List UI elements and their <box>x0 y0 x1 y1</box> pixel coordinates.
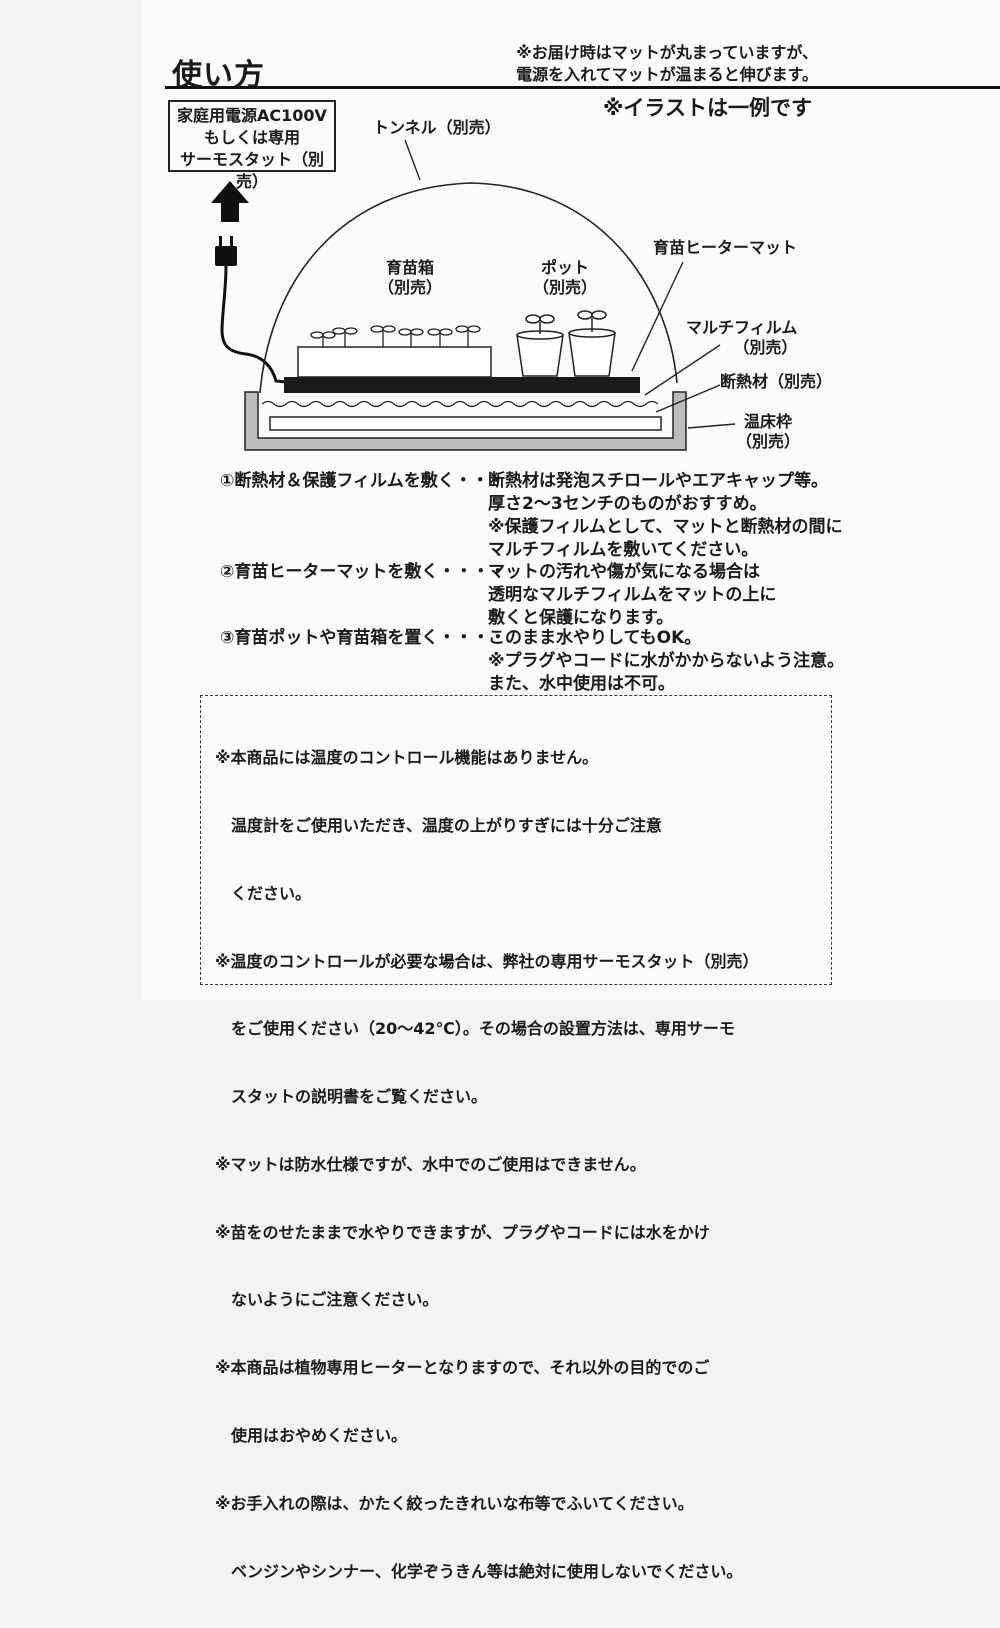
up-arrow-icon <box>211 181 249 222</box>
step-1-line-3: ※保護フィルムとして、マットと断熱材の間に <box>488 517 843 537</box>
heater-mat <box>284 377 640 393</box>
delivery-notice: ※お届け時はマットが丸まっていますが、 電源を入れてマットが温まると伸びます。 <box>516 42 818 86</box>
step-3-line-3: また、水中使用は不可。 <box>488 674 675 694</box>
seed-box <box>297 346 492 378</box>
caution-line: 使用はおやめください。 <box>215 1426 408 1445</box>
step-3-line-1: このまま水やりしてもOK。 <box>488 628 702 648</box>
caution-line: ベンジンやシンナー、化学ぞうきん等は絶対に使用しないでください。 <box>215 1561 743 1581</box>
step-2-label: ②育苗ヒーターマットを敷く・・・・ <box>220 562 507 582</box>
caution-line: スタットの説明書をご覧ください。 <box>215 1087 488 1107</box>
caution-line: ※本商品には温度のコントロール機能はありません。 <box>215 748 599 768</box>
hotbed-frame <box>244 391 687 451</box>
step-1: ①断熱材＆保護フィルムを敷く・・・ 断熱材は発泡スチロールやエアキャップ等。 厚… <box>220 470 843 560</box>
step-2-line-3: 敷くと保護になります。 <box>488 608 674 628</box>
label-tunnel: トンネル（別売） <box>373 118 501 137</box>
caution-line: ※本商品は植物専用ヒーターとなりますので、それ以外の目的でのご <box>215 1358 710 1378</box>
seedlings <box>310 325 481 347</box>
power-line-1: 家庭用電源AC100V <box>177 106 327 125</box>
plug-icon <box>215 236 237 266</box>
insulation-board <box>269 416 662 431</box>
label-hotbed-frame-line-2: （別売） <box>736 432 801 451</box>
caution-line: ※温度のコントロールが必要な場合は、弊社の専用サーモスタット（別売） <box>215 951 759 971</box>
step-1-line-1: 断熱材は発泡スチロールやエアキャップ等。 <box>488 471 828 491</box>
delivery-notice-line-1: ※お届け時はマットが丸まっていますが、 <box>516 43 818 62</box>
leader-lines <box>404 139 736 429</box>
pots <box>516 310 616 377</box>
label-hotbed-frame: 温床枠 （別売） <box>736 412 800 452</box>
caution-line: 温度計をご使用いただき、温度の上がりすぎには十分ご注意 <box>215 815 662 835</box>
step-1-desc: 断熱材は発泡スチロールやエアキャップ等。 厚さ2〜3センチのものがおすすめ。 ※… <box>488 470 843 562</box>
step-2-line-2: 透明なマルチフィルムをマットの上に <box>488 585 777 605</box>
label-hotbed-frame-line-1: 温床枠 <box>744 412 793 431</box>
step-2: ②育苗ヒーターマットを敷く・・・・ マットの汚れや傷が気になる場合は 透明なマル… <box>220 561 776 628</box>
setup-diagram <box>211 139 736 451</box>
step-1-line-2: 厚さ2〜3センチのものがおすすめ。 <box>488 494 767 514</box>
step-1-label: ①断熱材＆保護フィルムを敷く・・・ <box>220 471 506 491</box>
caution-line: ないようにご注意ください。 <box>215 1290 439 1310</box>
label-mulch-film-line-1: マルチフィルム <box>686 318 798 337</box>
power-line-3: サーモスタット（別売） <box>179 150 324 191</box>
label-seed-box-line-2: （別売） <box>378 278 443 297</box>
label-pot: ポット （別売） <box>533 258 597 298</box>
page: 使い方 ※お届け時はマットが丸まっていますが、 電源を入れてマットが温まると伸び… <box>165 42 1000 1581</box>
caution-line: ※マットは防水仕様ですが、水中でのご使用はできません。 <box>215 1154 646 1174</box>
label-pot-line-2: （別売） <box>533 278 598 297</box>
caution-text: ※本商品には温度のコントロール機能はありません。 温度計をご使用いただき、温度の… <box>215 702 759 1628</box>
label-seed-box: 育苗箱 （別売） <box>378 258 442 298</box>
step-2-desc: マットの汚れや傷が気になる場合は 透明なマルチフィルムをマットの上に 敷くと保護… <box>488 561 776 630</box>
caution-line: をご使用ください（20〜42℃）。その場合の設置方法は、専用サーモ <box>215 1019 735 1039</box>
label-pot-line-1: ポット <box>541 258 590 277</box>
delivery-notice-line-2: 電源を入れてマットが温まると伸びます。 <box>516 65 818 84</box>
power-source-box: 家庭用電源AC100V もしくは専用 サーモスタット（別売） <box>168 100 336 191</box>
step-1-line-4: マルチフィルムを敷いてください。 <box>488 540 759 560</box>
label-seed-box-line-1: 育苗箱 <box>386 258 435 277</box>
tunnel-arch <box>259 182 678 394</box>
label-mulch-film-line-2: （別売） <box>733 338 798 357</box>
power-cord <box>220 265 287 384</box>
caution-line: ※苗をのせたままで水やりできますが、プラグやコードには水をかけ <box>215 1222 710 1242</box>
illustration-note: ※イラストは一例です <box>603 96 812 120</box>
caution-box: ※本商品には温度のコントロール機能はありません。 温度計をご使用いただき、温度の… <box>200 695 832 1581</box>
caution-line: ※お手入れの際は、かたく絞ったきれいな布等でふいてください。 <box>215 1493 694 1513</box>
step-3-desc: このまま水やりしてもOK。 ※プラグやコードに水がかからないよう注意。 また、水… <box>488 627 844 696</box>
title-rule <box>165 86 1000 89</box>
label-insulation: 断熱材（別売） <box>720 372 833 391</box>
caution-line: ください。 <box>215 883 312 903</box>
mulch-film <box>261 400 659 408</box>
step-3: ③育苗ポットや育苗箱を置く・・・・ このまま水やりしてもOK。 ※プラグやコード… <box>220 627 844 694</box>
label-heater-mat: 育苗ヒーターマット <box>653 238 798 257</box>
step-3-line-2: ※プラグやコードに水がかからないよう注意。 <box>488 651 845 671</box>
step-2-line-1: マットの汚れや傷が気になる場合は <box>488 562 760 582</box>
label-mulch-film: マルチフィルム （別売） <box>686 318 797 358</box>
step-3-label: ③育苗ポットや育苗箱を置く・・・・ <box>220 628 507 648</box>
power-line-2: もしくは専用 <box>203 128 300 147</box>
